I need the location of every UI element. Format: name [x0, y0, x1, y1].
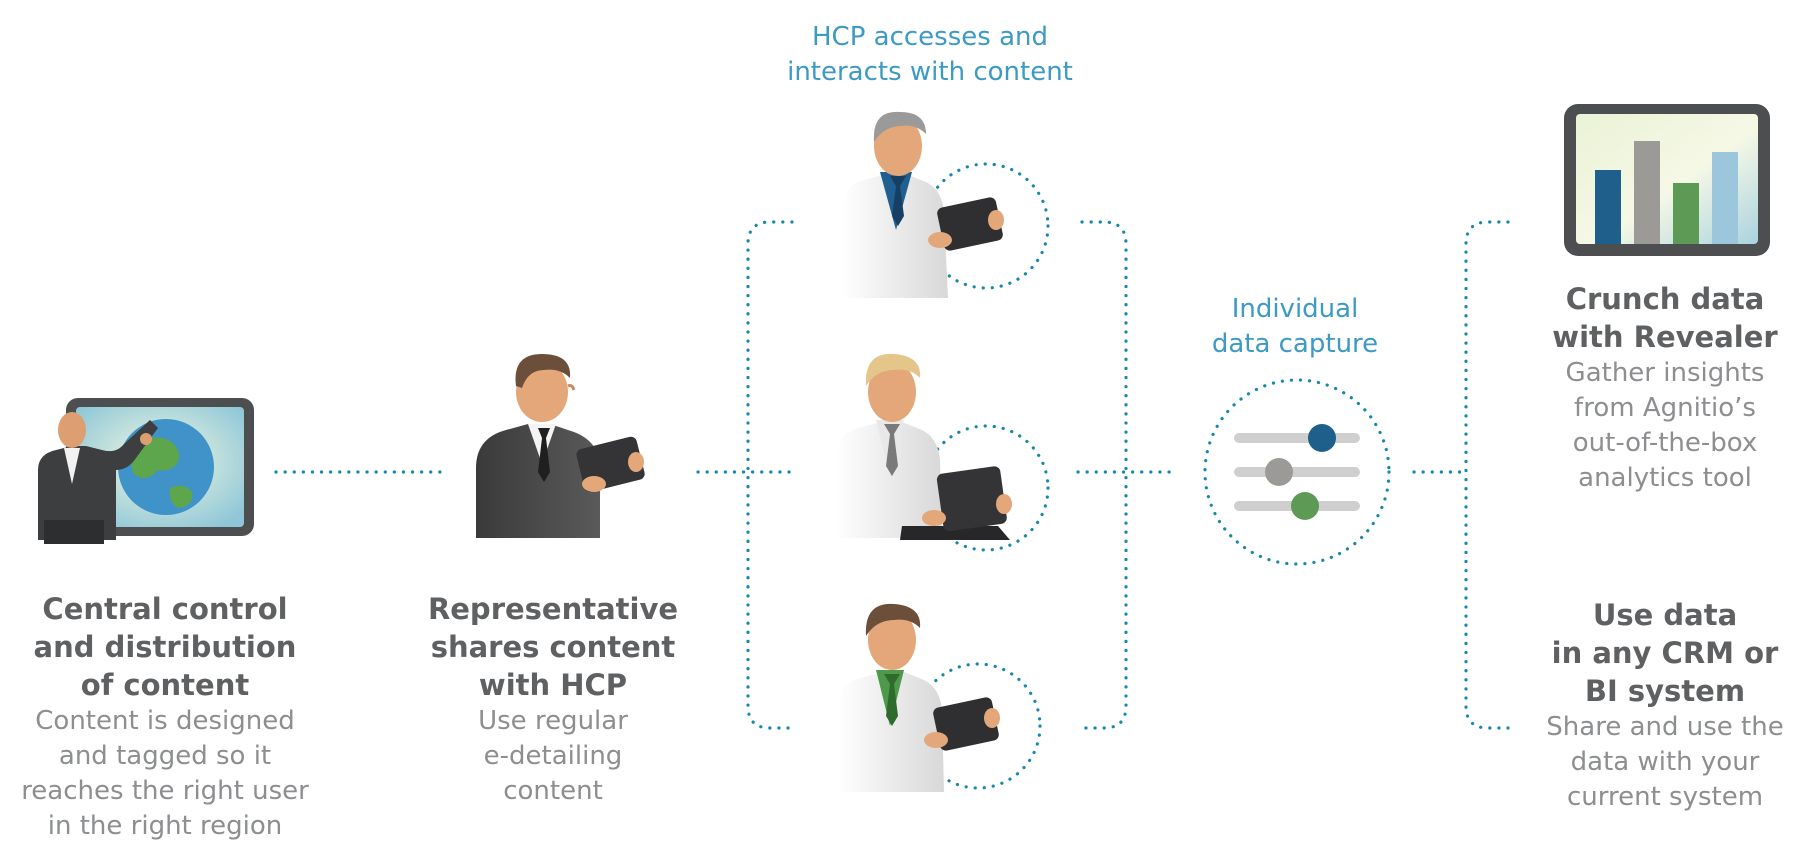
revealer-title: Crunch data with Revealer: [1520, 280, 1800, 356]
representative-title-line: with HCP: [478, 668, 628, 702]
crm-description-line: current system: [1566, 782, 1764, 812]
central-description-line: Content is designed: [35, 706, 295, 736]
representative-stage-text: Representative shares content with HCP U…: [400, 590, 706, 809]
hcp-label-line: interacts with content: [787, 57, 1073, 87]
revealer-description-line: out-of-the-box: [1572, 428, 1758, 458]
doctor-brown-hair-tablet-icon: [838, 603, 1000, 792]
representative-description-line: e-detailing: [483, 741, 623, 771]
crm-description-line: data with your: [1570, 747, 1760, 777]
capture-label: Individual data capture: [1190, 292, 1400, 362]
doctor-blond-laptop-icon: [836, 353, 1012, 540]
crm-description: Share and use the data with your current…: [1520, 710, 1800, 815]
hcp1-dotted-circle: [922, 162, 1050, 290]
central-stage-text: Central control and distribution of cont…: [0, 590, 330, 844]
representative-title: Representative shares content with HCP: [400, 590, 706, 704]
central-description-line: and tagged so it: [58, 741, 272, 771]
hcp2-dotted-circle: [922, 424, 1050, 552]
capture-label-line: data capture: [1211, 329, 1379, 359]
revealer-description-line: from Agnitio’s: [1574, 393, 1756, 423]
crm-title-line: in any CRM or: [1551, 636, 1779, 670]
capture-label-line: Individual: [1231, 294, 1359, 324]
central-title-line: of content: [80, 668, 250, 702]
bracket-hcp-right: [1080, 220, 1128, 730]
crm-title-line: Use data: [1592, 598, 1738, 632]
bar-chart-monitor-icon: [1564, 104, 1770, 256]
central-description-line: in the right region: [47, 811, 283, 841]
representative-tablet-icon: [476, 354, 645, 538]
central-description: Content is designed and tagged so it rea…: [0, 704, 330, 844]
revealer-description-line: analytics tool: [1578, 463, 1752, 493]
revealer-description: Gather insights from Agnitio’s out-of-th…: [1520, 356, 1800, 496]
bracket-hcp-left: [746, 220, 794, 730]
capture-dotted-circle: [1203, 378, 1391, 566]
presenter-globe-screen-icon: [38, 398, 254, 544]
hcp-label-line: HCP accesses and: [812, 22, 1048, 52]
central-title-line: and distribution: [33, 630, 297, 664]
crm-title: Use data in any CRM or BI system: [1520, 596, 1800, 710]
central-description-line: reaches the right user: [21, 776, 309, 806]
sliders-icon: [1234, 424, 1360, 520]
representative-description: Use regular e-detailing content: [400, 704, 706, 809]
connector-lines: [274, 162, 1510, 790]
representative-description-line: Use regular: [478, 706, 628, 736]
central-title: Central control and distribution of cont…: [0, 590, 330, 704]
bracket-outputs: [1464, 220, 1510, 730]
central-title-line: Central control: [42, 592, 288, 626]
representative-title-line: Representative: [427, 592, 679, 626]
revealer-title-line: with Revealer: [1552, 320, 1778, 354]
revealer-stage-text: Crunch data with Revealer Gather insight…: [1520, 280, 1800, 496]
crm-stage-text: Use data in any CRM or BI system Share a…: [1520, 596, 1800, 815]
revealer-title-line: Crunch data: [1565, 282, 1765, 316]
revealer-description-line: Gather insights: [1565, 358, 1765, 388]
hcp-label: HCP accesses and interacts with content: [760, 20, 1100, 90]
crm-description-line: Share and use the: [1546, 712, 1784, 742]
hcp3-dotted-circle: [914, 662, 1042, 790]
representative-description-line: content: [503, 776, 603, 806]
representative-title-line: shares content: [430, 630, 676, 664]
doctor-grey-hair-tablet-icon: [842, 111, 1004, 298]
crm-title-line: BI system: [1584, 674, 1746, 708]
